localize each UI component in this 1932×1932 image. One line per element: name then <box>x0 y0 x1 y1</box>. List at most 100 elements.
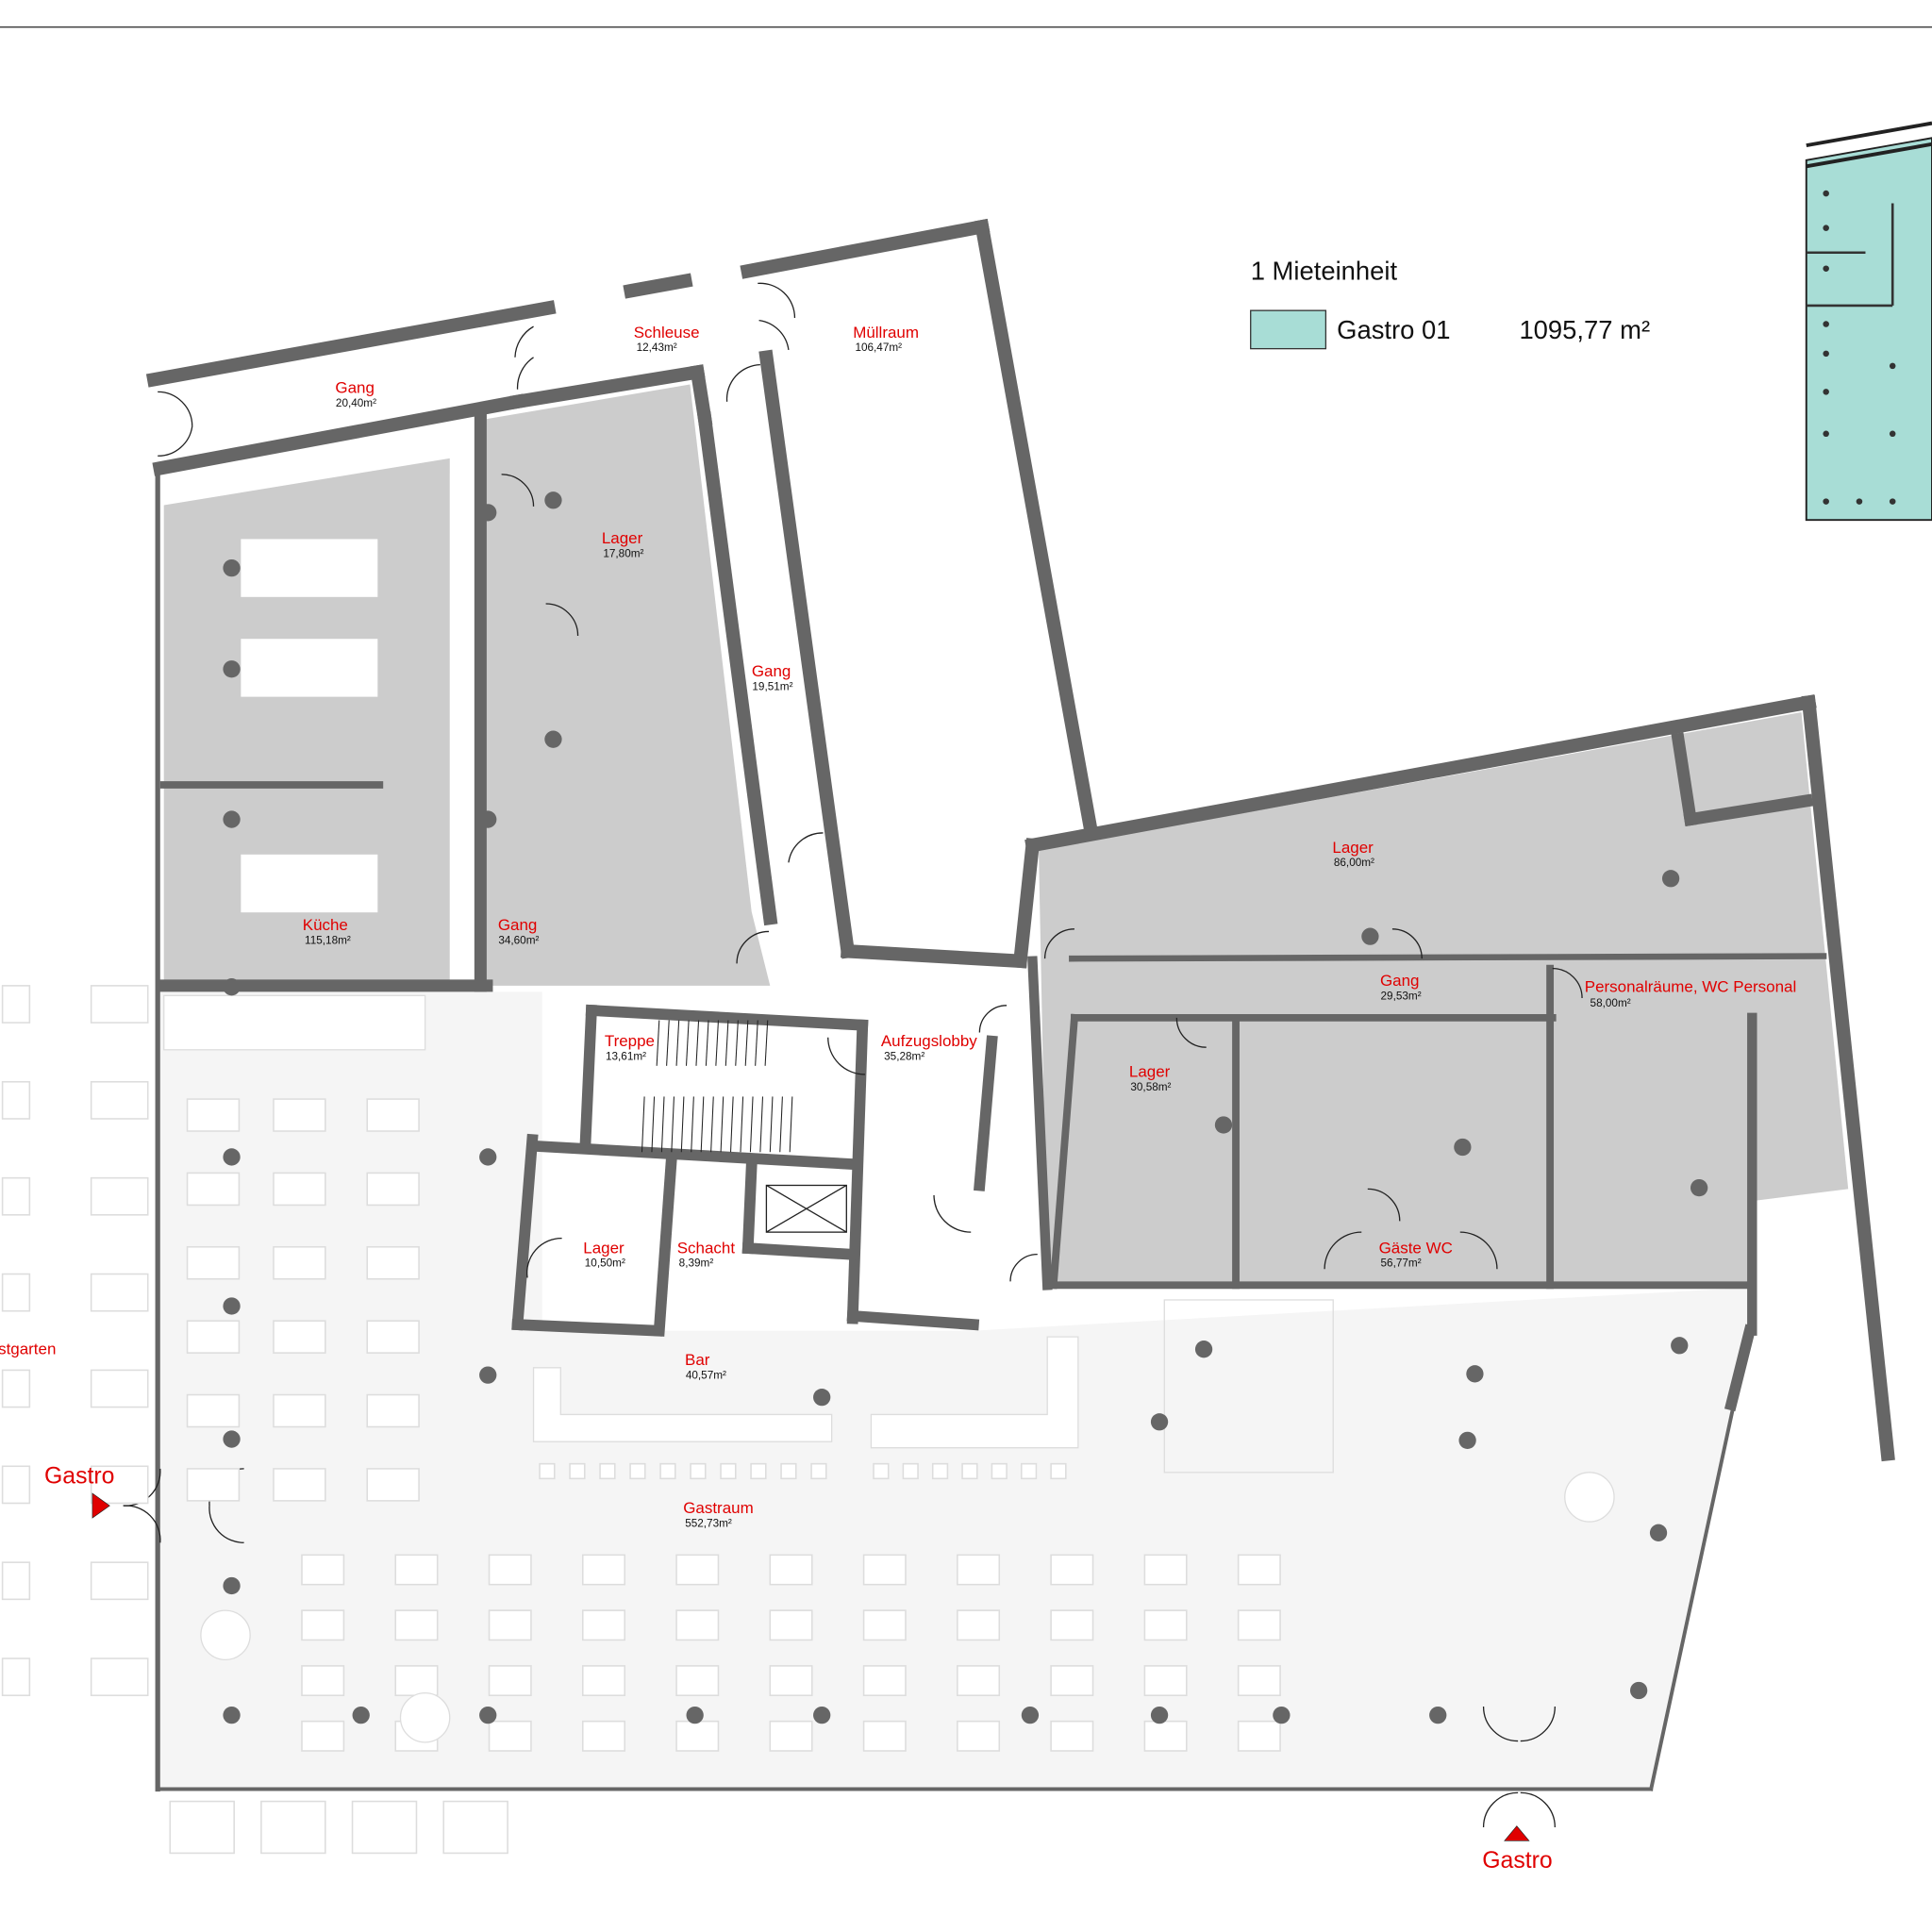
table <box>488 1609 532 1641</box>
entrance-arrow-icon <box>1504 1825 1530 1841</box>
outdoor-table <box>1 1369 31 1408</box>
column-dot <box>479 1148 497 1166</box>
svg-text:10,50m²: 10,50m² <box>585 1257 625 1270</box>
bar-stool <box>599 1462 616 1480</box>
stair-step <box>675 1020 680 1066</box>
svg-text:Personalräume, WC Personal: Personalräume, WC Personal <box>1585 977 1796 995</box>
svg-text:19,51m²: 19,51m² <box>752 680 792 692</box>
table <box>186 1246 241 1280</box>
bar-stool <box>810 1462 827 1480</box>
stair-step <box>789 1096 793 1153</box>
table <box>862 1554 907 1586</box>
column-dot <box>1214 1116 1233 1134</box>
table <box>1237 1609 1281 1641</box>
outdoor-table <box>1 1561 31 1601</box>
table <box>1050 1720 1094 1752</box>
column-dot <box>479 1706 497 1724</box>
svg-text:Gang: Gang <box>752 662 791 680</box>
column-dot <box>1458 1431 1476 1449</box>
table <box>862 1720 907 1752</box>
outdoor-table <box>90 985 149 1024</box>
column-dot <box>1194 1341 1213 1358</box>
table <box>1050 1554 1094 1586</box>
kitchen-counter <box>240 637 379 698</box>
column-dot <box>223 558 241 577</box>
svg-text:35,28m²: 35,28m² <box>884 1050 924 1062</box>
bar-stool <box>569 1462 586 1480</box>
table <box>488 1665 532 1697</box>
table <box>186 1098 241 1132</box>
svg-text:Treppe: Treppe <box>605 1032 655 1050</box>
table <box>301 1720 345 1752</box>
column-dot <box>479 504 497 522</box>
table <box>1143 1665 1188 1697</box>
column-dot <box>223 810 241 828</box>
outdoor-table <box>1 1080 31 1120</box>
table <box>1237 1720 1281 1752</box>
table <box>582 1554 625 1586</box>
table <box>394 1609 439 1641</box>
table <box>366 1098 420 1132</box>
svg-text:Lager: Lager <box>1129 1063 1171 1081</box>
column-dot <box>813 1389 831 1407</box>
column-dot <box>1361 927 1379 945</box>
outdoor-table <box>90 1273 149 1312</box>
table <box>675 1609 720 1641</box>
column-dot <box>1690 1178 1708 1197</box>
bar-stool <box>931 1462 949 1480</box>
table <box>1050 1609 1094 1641</box>
table <box>769 1554 813 1586</box>
svg-text:Gang: Gang <box>1380 972 1420 990</box>
outdoor-table <box>1 1657 31 1697</box>
outdoor-table <box>90 1561 149 1601</box>
outdoor-table <box>90 1465 149 1505</box>
stair-step <box>764 1020 769 1066</box>
stair-step <box>680 1096 685 1153</box>
svg-text:Lager: Lager <box>583 1239 625 1257</box>
column-dot <box>813 1706 831 1724</box>
stair-step <box>740 1096 744 1153</box>
key-plan-minimap <box>1805 121 1932 522</box>
bar-stool <box>750 1462 767 1480</box>
svg-text:Gang: Gang <box>498 916 538 934</box>
svg-text:17,80m²: 17,80m² <box>603 547 643 559</box>
outdoor-table <box>90 1657 149 1697</box>
furniture <box>1 538 1615 1855</box>
svg-text:106,47m²: 106,47m² <box>855 341 902 354</box>
legend-title: 1 Mieteinheit <box>1251 256 1398 285</box>
table <box>1237 1554 1281 1586</box>
column-dot <box>1671 1337 1689 1355</box>
table <box>1050 1665 1094 1697</box>
table <box>582 1720 625 1752</box>
column-dot <box>1466 1365 1484 1383</box>
outdoor-table <box>169 1800 235 1855</box>
column-dot <box>1630 1681 1648 1700</box>
svg-text:40,57m²: 40,57m² <box>686 1370 726 1382</box>
svg-text:Aufzugslobby: Aufzugslobby <box>881 1032 977 1050</box>
column-dot <box>223 1706 241 1724</box>
stair-step <box>779 1096 783 1153</box>
table <box>1143 1609 1188 1641</box>
table <box>186 1320 241 1354</box>
stair-step <box>730 1096 734 1153</box>
table <box>273 1172 326 1207</box>
bar-stool <box>991 1462 1008 1480</box>
svg-text:12,43m²: 12,43m² <box>637 341 677 354</box>
table <box>769 1720 813 1752</box>
round-table <box>399 1691 451 1743</box>
kitchen-counter <box>240 853 379 914</box>
entrance-south: Gastro <box>1482 1825 1553 1874</box>
stair-step <box>685 1020 690 1066</box>
table <box>186 1468 241 1502</box>
bar-stool <box>873 1462 890 1480</box>
column-dot <box>479 810 497 828</box>
table <box>488 1720 532 1752</box>
outdoor-table <box>1 1465 31 1505</box>
gastraum-area <box>158 991 1750 1787</box>
column-dot <box>1661 870 1680 888</box>
